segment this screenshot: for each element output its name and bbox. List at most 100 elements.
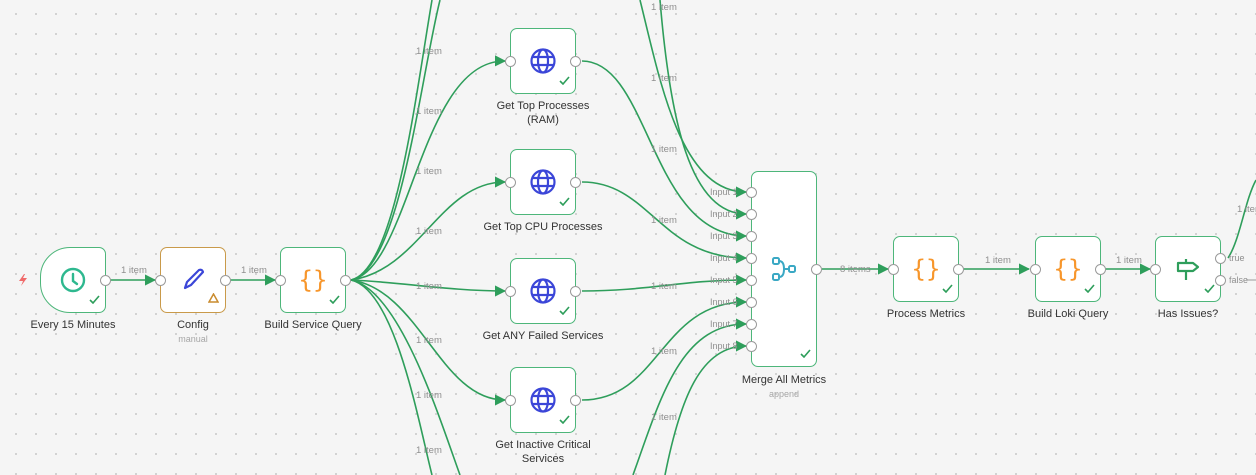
output-handle[interactable] xyxy=(570,177,581,188)
input-handle-4[interactable] xyxy=(746,253,757,264)
success-check-icon xyxy=(89,291,100,309)
edge-if-true[interactable] xyxy=(1227,179,1256,259)
node-label-line: Get Top Processes xyxy=(496,100,590,112)
success-check-icon xyxy=(559,72,570,90)
success-check-icon xyxy=(559,411,570,429)
node-get-inactive-critical-services[interactable] xyxy=(505,367,581,433)
node-merge-all-metrics[interactable] xyxy=(746,171,822,367)
edge-fanout-3[interactable] xyxy=(350,55,507,281)
svg-text:{}: {} xyxy=(299,266,328,294)
edge-label: 1 item xyxy=(416,335,442,346)
node-build-loki-query[interactable]: {} xyxy=(1030,236,1106,302)
node-build-service-query[interactable]: {} xyxy=(275,247,351,313)
edge-merge-input-1[interactable] xyxy=(639,0,748,198)
warning-triangle-icon xyxy=(207,290,220,308)
input-handle-3[interactable] xyxy=(746,231,757,242)
input-label: Input 4 xyxy=(710,253,738,263)
success-check-icon xyxy=(329,291,340,309)
edge-label: 1 item xyxy=(416,226,442,237)
node-get-any-failed-services[interactable] xyxy=(505,258,581,324)
node-label: Get Top CPU Processes xyxy=(483,221,603,233)
output-handle[interactable] xyxy=(570,395,581,406)
node-label-line: (RAM) xyxy=(527,114,559,126)
edge-label: 1 item xyxy=(651,73,677,84)
output-handle-false[interactable] xyxy=(1215,275,1226,286)
input-handle[interactable] xyxy=(1150,264,1161,275)
input-label: Input 3 xyxy=(710,231,738,241)
node-process-metrics[interactable]: {} xyxy=(888,236,964,302)
output-handle[interactable] xyxy=(570,56,581,67)
input-handle-8[interactable] xyxy=(746,341,757,352)
input-handle[interactable] xyxy=(1030,264,1041,275)
edge-label: 1 item xyxy=(651,412,677,423)
input-label: Input 8 xyxy=(710,341,738,351)
node-config[interactable] xyxy=(155,247,231,313)
input-handle[interactable] xyxy=(505,56,516,67)
output-handle-true[interactable] xyxy=(1215,253,1226,264)
edge-label: 1 item xyxy=(241,265,267,276)
input-handle[interactable] xyxy=(888,264,899,275)
node-label-line: Services xyxy=(521,453,565,465)
edge-label: 1 item xyxy=(416,390,442,401)
node-subtitle: manual xyxy=(178,334,208,344)
output-handle[interactable] xyxy=(100,275,111,286)
input-handle-2[interactable] xyxy=(746,209,757,220)
signpost-icon xyxy=(1174,255,1202,283)
input-handle[interactable] xyxy=(275,275,286,286)
trigger-bolt-icon xyxy=(18,273,28,291)
edge-merge-input-8[interactable] xyxy=(664,340,748,475)
input-handle-5[interactable] xyxy=(746,275,757,286)
edge-merge-input-2[interactable] xyxy=(659,0,748,220)
input-label: Input 2 xyxy=(710,209,738,219)
edge-label: 1 item xyxy=(651,215,677,226)
clock-icon xyxy=(59,266,87,294)
node-label: Config xyxy=(177,319,209,331)
node-has-issues[interactable] xyxy=(1150,236,1226,302)
edge-fanout-8[interactable] xyxy=(350,279,461,475)
output-handle[interactable] xyxy=(811,264,822,275)
success-check-icon xyxy=(1084,280,1095,298)
output-handle[interactable] xyxy=(1095,264,1106,275)
input-label: Input 6 xyxy=(710,297,738,307)
input-handle[interactable] xyxy=(505,286,516,297)
edge-fanout-5[interactable] xyxy=(350,279,507,297)
success-check-icon xyxy=(559,302,570,320)
node-get-top-processes-ram[interactable] xyxy=(505,28,581,94)
edge-label: 1 item xyxy=(121,265,147,276)
globe-icon xyxy=(529,168,557,196)
edge-label: 1 item xyxy=(1116,255,1142,266)
code-braces-icon: {} xyxy=(298,266,328,294)
node-label: Has Issues? xyxy=(1157,308,1219,320)
globe-icon xyxy=(529,47,557,75)
edge-label: 1 item xyxy=(416,445,442,456)
edge-fanout-1[interactable] xyxy=(350,0,433,281)
success-check-icon xyxy=(1204,280,1215,298)
edge-label: 1 item xyxy=(651,346,677,357)
input-handle-7[interactable] xyxy=(746,319,757,330)
input-label: Input 1 xyxy=(710,187,738,197)
output-handle[interactable] xyxy=(953,264,964,275)
node-every-15-minutes[interactable] xyxy=(40,247,111,313)
edge-fanout-7[interactable] xyxy=(350,279,433,475)
input-label: Input 5 xyxy=(710,275,738,285)
output-handle[interactable] xyxy=(570,286,581,297)
node-get-top-cpu-processes[interactable] xyxy=(505,149,581,215)
edge-label: 1 item xyxy=(416,106,442,117)
edge-fanout-2[interactable] xyxy=(350,0,441,281)
input-handle[interactable] xyxy=(505,177,516,188)
merge-icon xyxy=(770,255,798,283)
input-handle[interactable] xyxy=(505,395,516,406)
output-handle[interactable] xyxy=(340,275,351,286)
node-label: Merge All Metrics xyxy=(741,374,827,386)
output-handle[interactable] xyxy=(220,275,231,286)
node-label-line: Get Inactive Critical xyxy=(495,439,591,451)
edge-label: 1 item xyxy=(985,255,1011,266)
input-handle-6[interactable] xyxy=(746,297,757,308)
input-handle[interactable] xyxy=(155,275,166,286)
node-label: Get Top Processes (RAM) xyxy=(463,99,623,127)
pencil-icon xyxy=(179,266,207,294)
node-subtitle: append xyxy=(768,389,800,399)
edge-label: 1 item xyxy=(651,281,677,292)
input-handle-1[interactable] xyxy=(746,187,757,198)
edge-label: 1 item xyxy=(416,166,442,177)
